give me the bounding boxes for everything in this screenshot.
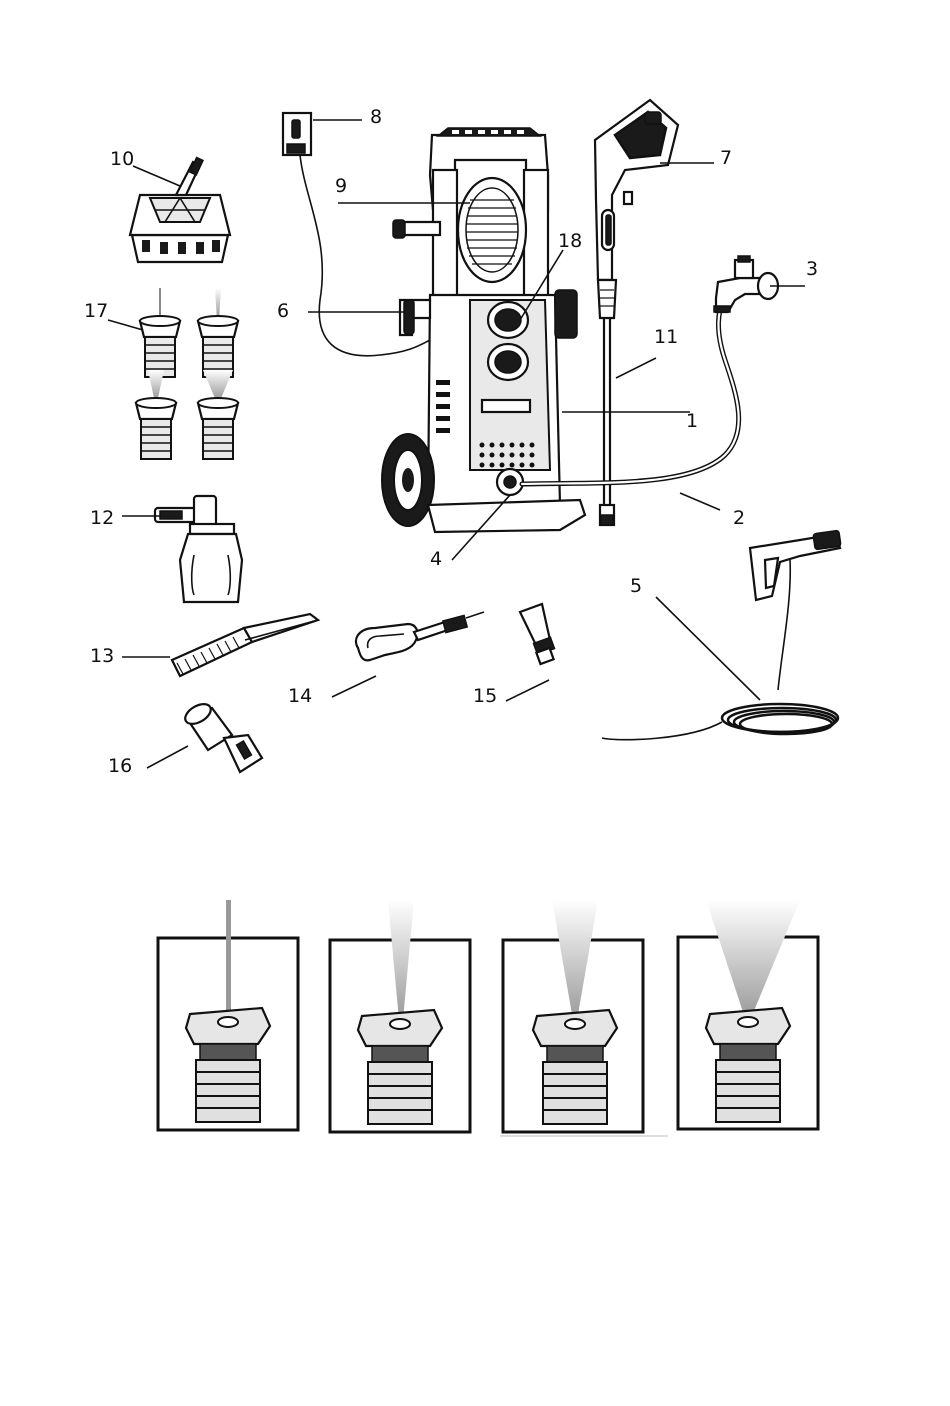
callout-8: 8	[370, 106, 382, 128]
callout-18: 18	[558, 230, 582, 252]
callout-5: 5	[630, 575, 642, 597]
callout-16: 16	[108, 755, 132, 777]
callout-10: 10	[110, 148, 134, 170]
callout-15: 15	[473, 685, 497, 707]
callout-6: 6	[277, 300, 289, 322]
callout-1: 1	[686, 410, 698, 432]
rotary-nozzle-accessory	[520, 604, 555, 664]
spray-gun-with-hose	[602, 530, 841, 739]
foam-bottle-accessory	[155, 496, 242, 602]
callout-12: 12	[90, 507, 114, 529]
callout-4: 4	[430, 548, 442, 570]
nozzle-panel-narrow	[330, 900, 470, 1132]
callout-11: 11	[654, 326, 678, 348]
spray-lance	[600, 318, 614, 525]
callout-17: 17	[84, 300, 108, 322]
nozzle-panel-jet	[158, 900, 298, 1130]
nozzle-panel-wide	[678, 900, 818, 1129]
callout-13: 13	[90, 645, 114, 667]
nozzle-set-accessory	[136, 288, 238, 459]
nozzle-panel-medium	[500, 900, 668, 1136]
callout-2: 2	[733, 507, 745, 529]
spray-gun-handle	[595, 100, 678, 318]
callout-14: 14	[288, 685, 312, 707]
nozzle-spray-panels	[158, 900, 818, 1136]
patio-cleaner-accessory	[130, 157, 230, 262]
pressure-washer-body	[382, 128, 585, 532]
water-tap	[714, 256, 778, 312]
callout-7: 7	[720, 147, 732, 169]
callout-9: 9	[335, 175, 347, 197]
wheel	[382, 434, 434, 526]
callout-3: 3	[806, 258, 818, 280]
hose-adapter-accessory	[182, 700, 262, 772]
hose-reel	[393, 178, 526, 282]
wash-brush-accessory	[172, 614, 318, 676]
detergent-wand-accessory	[356, 612, 484, 660]
